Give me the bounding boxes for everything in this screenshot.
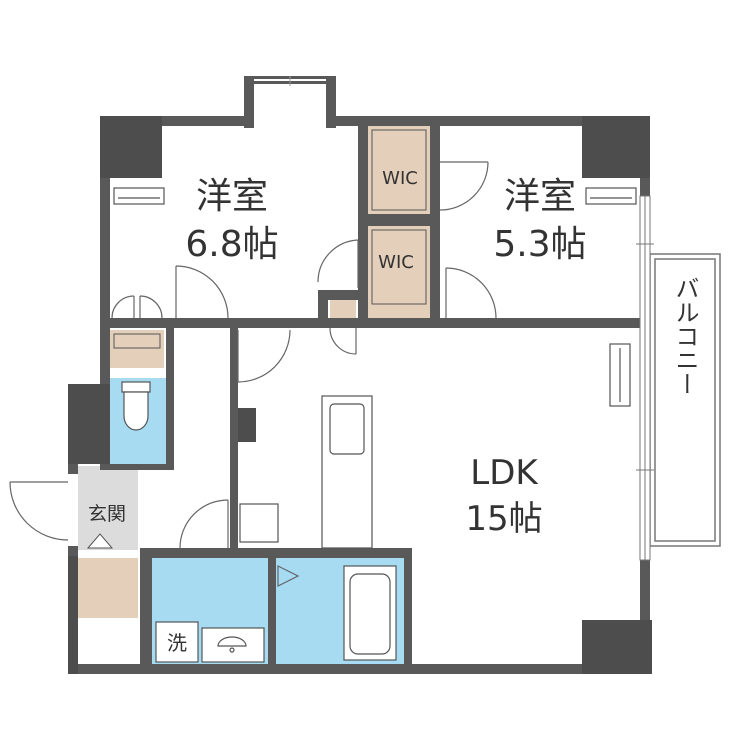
pillars [68,116,652,674]
bathtub [343,565,397,661]
room-6-8-size: 6.8帖 [185,224,278,265]
room-6-8-name: 洋室 [196,176,268,217]
entrance-label: 玄関 [88,503,126,525]
ldk-name: LDK [470,453,539,493]
bay-window [244,76,336,128]
wic-1-floor [368,126,430,214]
room-5-3-size: 5.3帖 [493,224,586,265]
balcony-label: バルコニー [671,276,699,396]
closet-small [330,298,356,320]
entrance-step-icon [86,533,114,549]
aircon-3 [609,343,631,407]
ldk-size: 15帖 [465,499,542,539]
wic-1-label: WIC [382,168,418,189]
right-window [636,195,654,561]
washer-box [155,621,199,663]
wic-2-floor [368,226,430,318]
toilet [121,381,151,431]
wic-2-label: WIC [378,252,414,273]
washroom-label: 洗 [167,631,187,655]
kitchen [239,395,373,549]
closet-6-8 [110,330,164,368]
shoe-cabinet [78,558,138,618]
wic-shelves [113,129,427,349]
aircon-1 [113,187,165,205]
aircon-2 [585,187,637,205]
room-5-3-name: 洋室 [504,176,576,217]
wash-basin [201,627,265,663]
doors [9,161,497,587]
entrance-floor [78,466,138,550]
